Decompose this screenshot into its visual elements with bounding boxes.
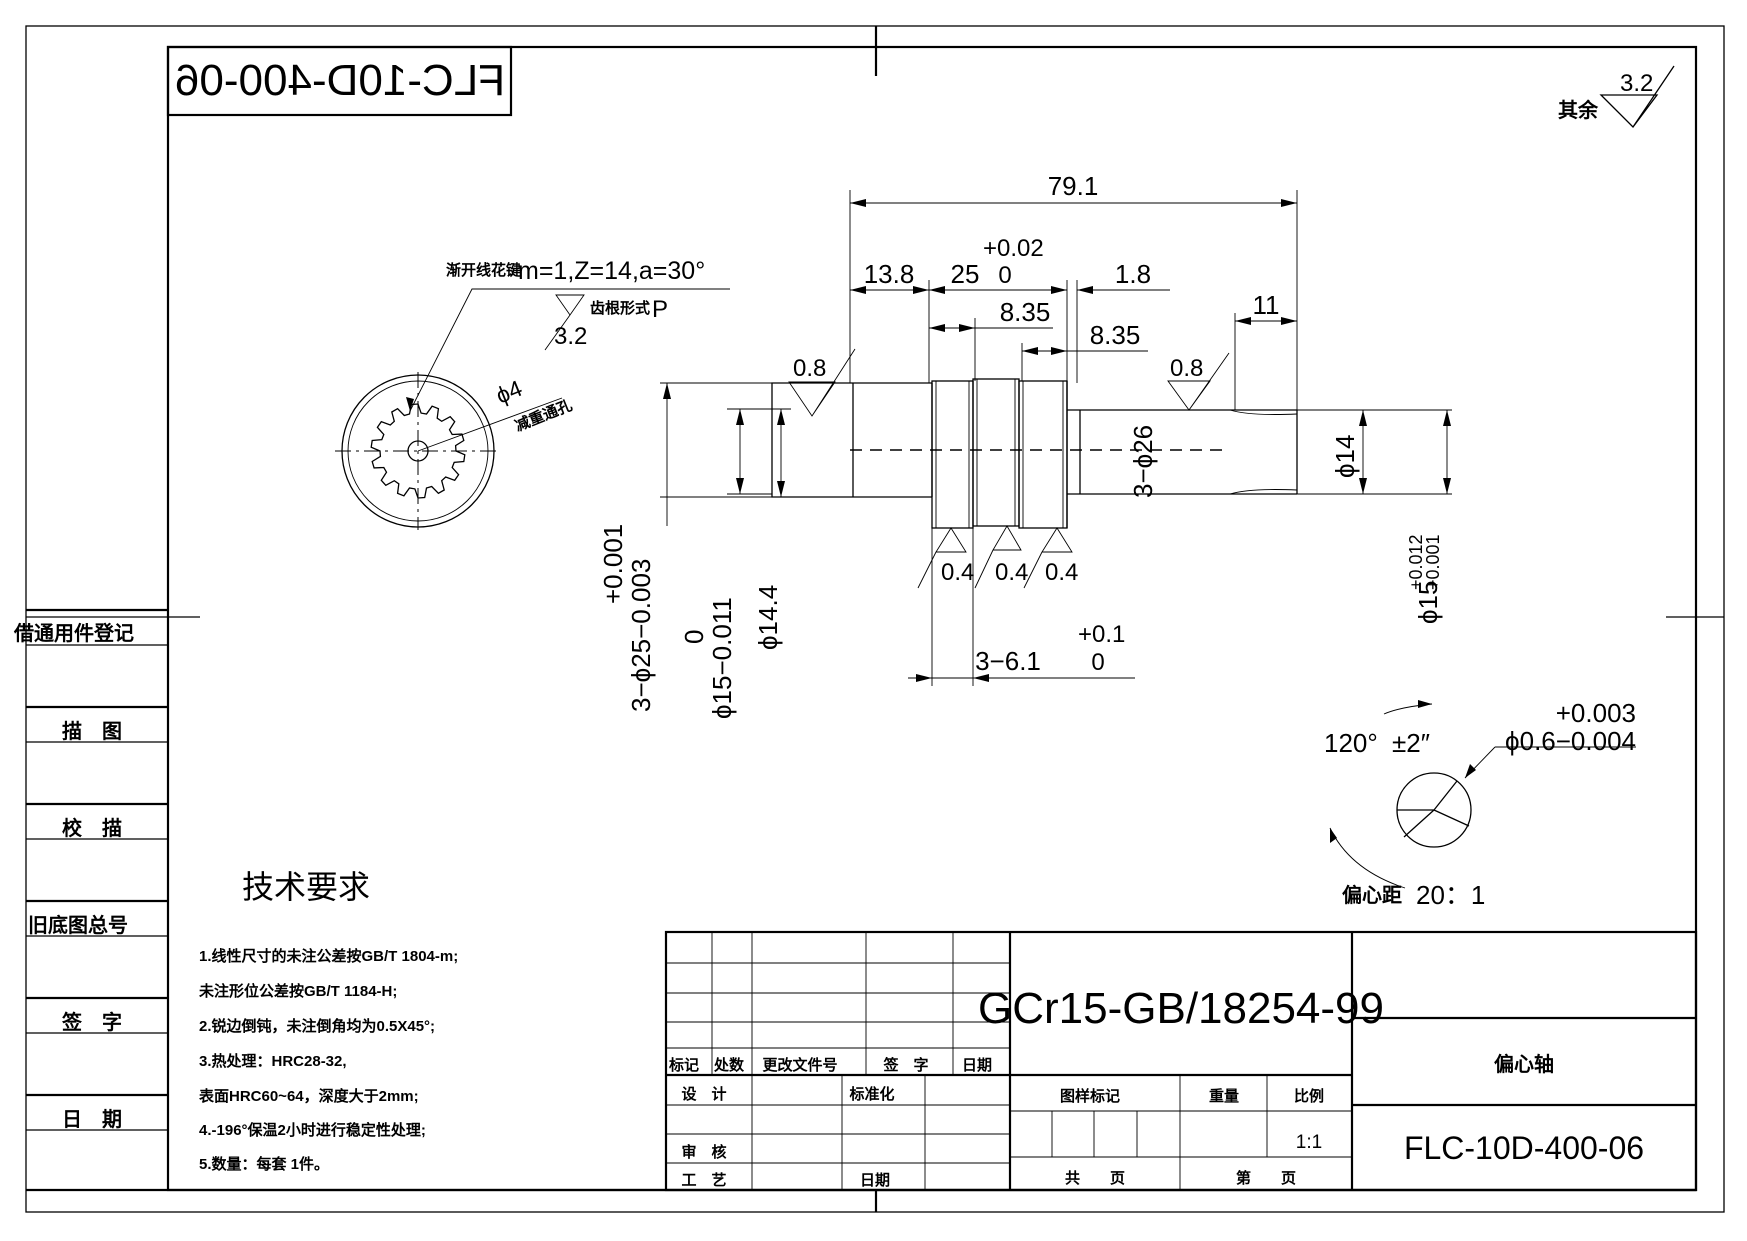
left-col-label-4: 签 字 bbox=[61, 1010, 122, 1034]
eccentric-detail bbox=[1329, 700, 1636, 889]
dim-25-tol-upper: +0.02 bbox=[983, 235, 1044, 262]
spline-leader bbox=[409, 288, 730, 412]
rev-header-date: 日期 bbox=[962, 1056, 992, 1074]
eccentric-angle: 120° bbox=[1324, 728, 1378, 758]
tech-req-item-4: 表面HRC60~64，深度大于2mm; bbox=[199, 1087, 419, 1105]
dim-groove-width: 3−6.1 bbox=[975, 646, 1041, 676]
roughness-default-prefix: 其余 bbox=[1558, 98, 1599, 122]
tb-stage-mark: 图样标记 bbox=[1060, 1087, 1120, 1105]
tech-req-item-1: 未注形位公差按GB/T 1184-H; bbox=[198, 982, 397, 1000]
tech-req-item-2: 2.锐边倒钝，未注倒角均为0.5X45°; bbox=[199, 1017, 435, 1035]
left-col-label-2: 校 描 bbox=[62, 816, 122, 840]
dim-8-35-b: 8.35 bbox=[1090, 320, 1141, 350]
roughness-0-8-left: 0.8 bbox=[793, 355, 826, 382]
dim-dia-15-right-tol-lower: +0.001 bbox=[1423, 534, 1443, 590]
dim-25-tol-lower: 0 bbox=[998, 262, 1011, 289]
mirrored-drawing-number: FLC-10D-400-06 bbox=[175, 56, 505, 105]
tb-design: 设 计 bbox=[681, 1085, 726, 1103]
eccentric-scale: 20：1 bbox=[1416, 880, 1485, 910]
roughness-symbol-0-8-right bbox=[1167, 352, 1230, 411]
tb-page-no: 第 页 bbox=[1236, 1169, 1296, 1187]
eccentric-upper: +0.003 bbox=[1556, 698, 1636, 728]
eccentric-value: ϕ0.6−0.004 bbox=[1505, 726, 1636, 756]
rev-header-mark: 标记 bbox=[668, 1056, 699, 1074]
rev-header-doc: 更改文件号 bbox=[762, 1056, 837, 1074]
tb-drawing-number: FLC-10D-400-06 bbox=[1404, 1130, 1644, 1166]
roughness-0-4-b: 0.4 bbox=[995, 559, 1028, 586]
tb-part-name: 偏心轴 bbox=[1494, 1052, 1554, 1076]
roughness-symbol-0-4-b bbox=[974, 525, 1022, 589]
spline-roughness-value: 3.2 bbox=[554, 323, 587, 350]
dim-groove-tol-lower: 0 bbox=[1091, 649, 1104, 676]
eccentric-angle-tol: ±2″ bbox=[1392, 728, 1430, 758]
hole-diameter: ϕ4 bbox=[492, 375, 526, 409]
eccentric-caption: 偏心距 bbox=[1342, 883, 1402, 907]
tb-scale-value: 1:1 bbox=[1296, 1132, 1322, 1153]
dim-dia-25-upper: +0.001 bbox=[598, 524, 628, 604]
left-col-label-0: 借通用件登记 bbox=[13, 621, 134, 645]
roughness-0-8-right: 0.8 bbox=[1170, 355, 1203, 382]
dim-dia-15-upper: 0 bbox=[679, 630, 709, 644]
dim-8-35-a: 8.35 bbox=[1000, 297, 1051, 327]
left-col-label-1: 描 图 bbox=[62, 719, 122, 743]
rev-header-sign: 签 字 bbox=[882, 1056, 928, 1074]
spline-root-form-label: 齿根形式 bbox=[590, 299, 650, 317]
dim-dia-26: 3−ϕ26 bbox=[1128, 425, 1158, 498]
tb-standardization: 标准化 bbox=[848, 1085, 894, 1103]
dim-1-8: 1.8 bbox=[1115, 259, 1151, 289]
tech-req-title: 技术要求 bbox=[242, 869, 370, 905]
tech-req-item-3: 3.热处理：HRC28-32, bbox=[199, 1052, 347, 1070]
dim-dia-15: ϕ15−0.011 bbox=[707, 597, 737, 719]
hole-label: 减重通孔 bbox=[512, 396, 574, 435]
roughness-symbol-0-4-c bbox=[1023, 527, 1073, 589]
tb-scale-label: 比例 bbox=[1294, 1087, 1324, 1105]
dim-dia-25: 3−ϕ25−0.003 bbox=[626, 559, 656, 712]
tb-date: 日期 bbox=[860, 1171, 890, 1189]
roughness-0-4-a: 0.4 bbox=[941, 559, 974, 586]
left-col-label-5: 日 期 bbox=[62, 1108, 122, 1131]
spline-spec: m=1,Z=14,a=30° bbox=[518, 257, 705, 285]
roughness-symbol-spline bbox=[544, 294, 585, 351]
roughness-symbol-0-4-a bbox=[917, 527, 967, 589]
spline-root-form-value: P bbox=[652, 296, 668, 323]
title-block bbox=[664, 930, 1698, 1192]
tb-process: 工 艺 bbox=[681, 1172, 726, 1189]
dim-dia-14: ϕ14 bbox=[1330, 435, 1360, 478]
tb-material: GCr15-GB/18254-99 bbox=[978, 984, 1384, 1033]
mirrored-number-box bbox=[166, 45, 513, 117]
roughness-0-4-c: 0.4 bbox=[1045, 559, 1078, 586]
shaft-main-view bbox=[771, 378, 1298, 529]
roughness-default-value: 3.2 bbox=[1620, 70, 1653, 97]
tech-req-item-6: 5.数量：每套 1件。 bbox=[199, 1155, 329, 1173]
dim-11: 11 bbox=[1253, 290, 1280, 320]
tb-total-pages: 共 页 bbox=[1065, 1170, 1125, 1187]
dim-overall-length: 79.1 bbox=[1048, 171, 1099, 201]
dim-dia-15-right-tol-upper: +0.012 bbox=[1406, 534, 1426, 590]
left-col-label-3: 旧底图总号 bbox=[28, 913, 128, 937]
rev-header-count: 处数 bbox=[713, 1056, 745, 1074]
dim-25: 25 bbox=[951, 259, 980, 289]
dim-groove-tol-upper: +0.1 bbox=[1078, 621, 1125, 648]
tech-req-item-0: 1.线性尺寸的未注公差按GB/T 1804-m; bbox=[199, 947, 458, 965]
tb-weight: 重量 bbox=[1209, 1087, 1239, 1105]
dim-13-8: 13.8 bbox=[864, 259, 915, 289]
tb-review: 审 核 bbox=[681, 1143, 726, 1161]
dim-dia-15-right: ϕ15 bbox=[1413, 581, 1443, 624]
hole-leader bbox=[417, 397, 563, 452]
tech-req-item-5: 4.-196°保温2小时进行稳定性处理; bbox=[199, 1121, 426, 1139]
roughness-symbol-default bbox=[1599, 65, 1675, 128]
spline-label: 渐开线花键 bbox=[446, 261, 521, 279]
dim-dia-14-4: ϕ14.4 bbox=[753, 585, 783, 650]
